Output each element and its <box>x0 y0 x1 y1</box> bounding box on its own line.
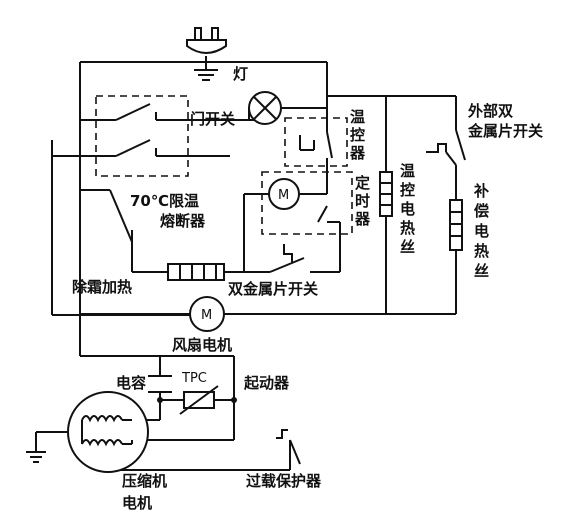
timer-label-2: 时 <box>355 192 370 210</box>
thermo-heater-label-2: 控 <box>400 181 415 199</box>
thermo-heater-icon <box>379 171 393 217</box>
tpc-label: TPC <box>181 371 207 386</box>
bimetal-switch-icon <box>244 222 341 273</box>
timer-label-3: 器 <box>354 210 371 228</box>
ground-icon <box>194 62 218 81</box>
svg-text:M: M <box>201 308 212 323</box>
compressor-ground-icon <box>26 431 68 463</box>
supply-wires <box>51 61 328 316</box>
thermo-heater-label-3: 电 <box>400 200 415 218</box>
defrost-heater-label: 除霜加热 <box>72 278 132 296</box>
overload-label: 过载保护器 <box>246 472 322 490</box>
capacitor-icon <box>148 375 172 393</box>
lamp-icon <box>248 91 327 125</box>
power-plug-icon <box>186 27 227 62</box>
bimetal-switch-label: 双金属片开关 <box>228 280 318 298</box>
tpc-icon <box>179 385 219 415</box>
thermostat-box <box>284 117 348 167</box>
thermostat-label-2: 控 <box>350 126 365 144</box>
lamp-label: 灯 <box>233 65 248 83</box>
timer-label-1: 定 <box>355 174 370 192</box>
thermo-heater-label-4: 热 <box>400 219 415 237</box>
comp-heater-label-1: 补 <box>473 182 489 200</box>
fuse-label-1: 70℃限温 <box>130 192 199 210</box>
junction-dots <box>157 397 237 403</box>
comp-heater-label-5: 丝 <box>474 262 489 280</box>
timer: M <box>243 171 353 272</box>
thermostat <box>284 117 348 174</box>
defrost-heater-icon <box>132 263 244 281</box>
outer-bimetal-switch-icon <box>426 129 466 166</box>
fan-motor-icon: M <box>189 296 386 332</box>
thermostat-label-3: 器 <box>349 144 366 162</box>
fan-motor-label: 风扇电机 <box>172 336 232 354</box>
outer-bimetal-label-1: 外部双 <box>467 102 513 120</box>
svg-text:M: M <box>278 188 289 203</box>
compressor-wires <box>79 315 291 471</box>
comp-heater-label-3: 电 <box>474 222 489 240</box>
timer-box <box>261 171 353 235</box>
comp-heater-icon <box>449 199 463 251</box>
comp-heater-label-4: 热 <box>474 242 489 260</box>
outer-bimetal-label-2: 金属片开关 <box>467 122 543 140</box>
capacitor-label: 电容 <box>116 374 146 392</box>
compressor-label-1: 压缩机 <box>122 472 167 490</box>
compressor-label-2: 电机 <box>122 494 152 512</box>
fuse-label-2: 熔断器 <box>160 212 206 230</box>
door-switch-box <box>95 95 189 177</box>
door-switch-label: 门开关 <box>190 110 235 128</box>
comp-heater-label-2: 偿 <box>474 202 489 220</box>
starter-label: 起动器 <box>243 374 290 392</box>
thermal-fuse <box>80 189 133 272</box>
thermostat-label-1: 温 <box>350 108 365 126</box>
thermo-heater-label-1: 温 <box>400 162 415 180</box>
door-switch <box>51 95 260 177</box>
overload-protector-icon <box>276 429 301 465</box>
compressor-motor-icon <box>67 391 149 473</box>
thermo-heater-label-5: 丝 <box>400 238 415 256</box>
